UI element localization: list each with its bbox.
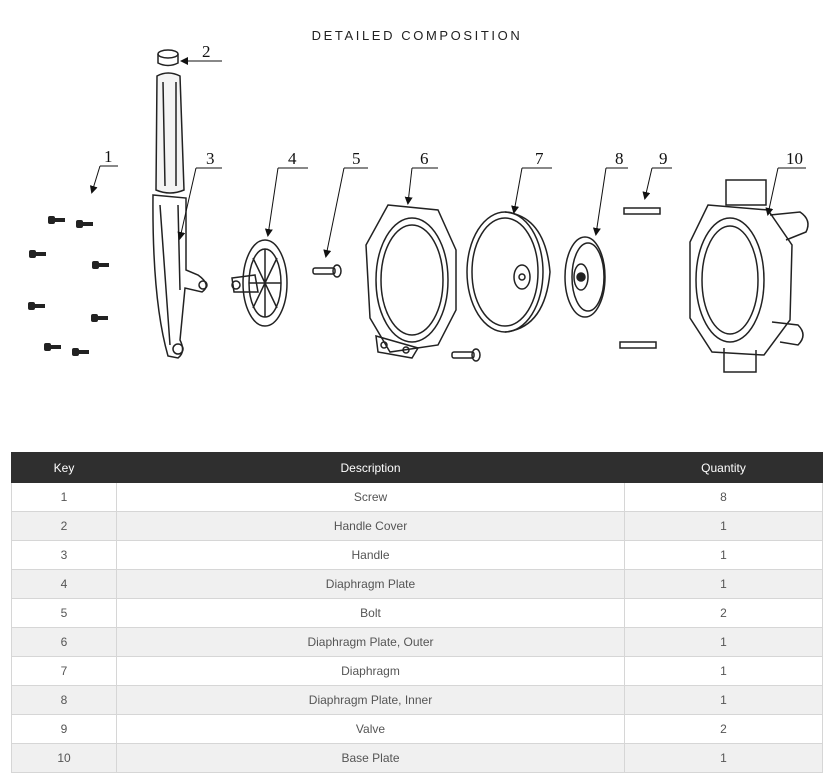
row-description: Diaphragm Plate	[116, 569, 625, 599]
callout-9: 9	[642, 149, 672, 200]
part-1-screws	[28, 216, 109, 356]
table-row: 4 Diaphragm Plate 1	[11, 569, 823, 599]
row-description: Diaphragm Plate, Outer	[116, 627, 625, 657]
row-quantity: 1	[624, 511, 823, 541]
table-row: 2 Handle Cover 1	[11, 511, 823, 541]
table-row: 8 Diaphragm Plate, Inner 1	[11, 685, 823, 715]
svg-text:2: 2	[202, 42, 211, 61]
row-key: 2	[11, 511, 117, 541]
table-row: 1 Screw 8	[11, 482, 823, 512]
row-quantity: 8	[624, 482, 823, 512]
parts-table: Key Description Quantity 1 Screw 8 2 Han…	[11, 452, 823, 773]
table-row: 10 Base Plate 1	[11, 743, 823, 773]
part-10-base-plate	[689, 179, 809, 373]
part-2-handle-cover	[157, 49, 179, 67]
row-quantity: 1	[624, 743, 823, 773]
callout-2: 2	[180, 42, 222, 65]
svg-text:7: 7	[535, 149, 544, 168]
row-key: 5	[11, 598, 117, 628]
table-row: 3 Handle 1	[11, 540, 823, 570]
row-key: 3	[11, 540, 117, 570]
row-key: 10	[11, 743, 117, 773]
part-5-bolts	[312, 264, 481, 362]
callout-6: 6	[404, 149, 438, 205]
row-description: Valve	[116, 714, 625, 744]
part-8-diaphragm-plate-inner	[564, 236, 606, 318]
row-description: Handle	[116, 540, 625, 570]
callout-3: 3	[177, 149, 222, 240]
table-row: 5 Bolt 2	[11, 598, 823, 628]
row-quantity: 2	[624, 598, 823, 628]
callout-8: 8	[592, 149, 628, 236]
svg-text:5: 5	[352, 149, 361, 168]
svg-text:1: 1	[104, 147, 113, 166]
svg-text:8: 8	[615, 149, 624, 168]
svg-text:10: 10	[786, 149, 803, 168]
row-key: 4	[11, 569, 117, 599]
row-key: 7	[11, 656, 117, 686]
row-quantity: 2	[624, 714, 823, 744]
callout-4: 4	[264, 149, 308, 237]
row-key: 6	[11, 627, 117, 657]
part-3-handle	[152, 72, 208, 359]
part-7-diaphragm	[466, 211, 551, 333]
row-quantity: 1	[624, 685, 823, 715]
callout-5: 5	[323, 149, 368, 258]
part-9-valves	[619, 207, 661, 349]
row-quantity: 1	[624, 627, 823, 657]
row-key: 9	[11, 714, 117, 744]
callout-7: 7	[511, 149, 552, 214]
table-header-row: Key Description Quantity	[11, 452, 823, 483]
svg-text:6: 6	[420, 149, 429, 168]
callout-1: 1	[89, 147, 118, 194]
row-quantity: 1	[624, 656, 823, 686]
part-4-diaphragm-plate	[231, 239, 288, 327]
part-6-diaphragm-plate-outer	[365, 204, 457, 359]
page-title: DETAILED COMPOSITION	[311, 28, 523, 43]
row-description: Base Plate	[116, 743, 625, 773]
table-row: 7 Diaphragm 1	[11, 656, 823, 686]
exploded-parts-diagram: 1 2 3 4	[0, 40, 840, 390]
row-key: 8	[11, 685, 117, 715]
row-quantity: 1	[624, 569, 823, 599]
table-row: 9 Valve 2	[11, 714, 823, 744]
row-key: 1	[11, 482, 117, 512]
callout-10: 10	[765, 149, 806, 216]
row-description: Screw	[116, 482, 625, 512]
header-key: Key	[11, 452, 117, 483]
row-quantity: 1	[624, 540, 823, 570]
row-description: Diaphragm Plate, Inner	[116, 685, 625, 715]
header-description: Description	[116, 452, 625, 483]
header-quantity: Quantity	[624, 452, 823, 483]
row-description: Bolt	[116, 598, 625, 628]
row-description: Handle Cover	[116, 511, 625, 541]
table-row: 6 Diaphragm Plate, Outer 1	[11, 627, 823, 657]
svg-text:4: 4	[288, 149, 297, 168]
svg-text:9: 9	[659, 149, 668, 168]
row-description: Diaphragm	[116, 656, 625, 686]
svg-text:3: 3	[206, 149, 215, 168]
